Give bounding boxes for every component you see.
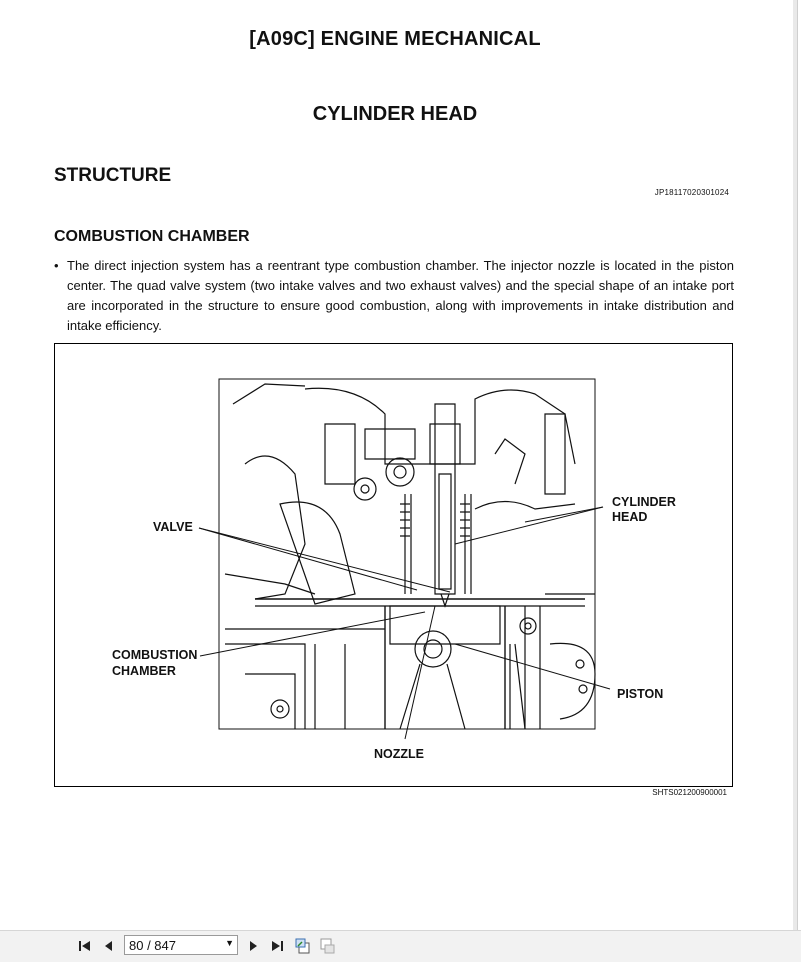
engine-cross-section-figure: VALVE CYLINDER HEAD COMBUSTION CHAMBER P… xyxy=(54,343,733,787)
label-cylinder: CYLINDER xyxy=(612,495,676,509)
label-valve: VALVE xyxy=(153,520,193,534)
previous-view-icon[interactable] xyxy=(294,937,312,955)
figure-code: SHTS021200900001 xyxy=(652,788,727,797)
description-bullet: • The direct injection system has a reen… xyxy=(54,256,734,336)
label-combustion: COMBUSTION xyxy=(112,648,197,662)
structure-heading: STRUCTURE xyxy=(54,165,172,186)
engine-drawing: VALVE CYLINDER HEAD COMBUSTION CHAMBER P… xyxy=(112,378,676,761)
first-page-icon[interactable] xyxy=(76,937,94,955)
page-number-select[interactable]: 80 / 847 ▼ xyxy=(124,935,238,955)
label-chamber: CHAMBER xyxy=(112,664,176,678)
previous-page-icon[interactable] xyxy=(100,937,118,955)
page-indicator: 80 / 847 xyxy=(129,938,176,953)
chapter-title: [A09C] ENGINE MECHANICAL xyxy=(249,28,541,50)
next-page-icon[interactable] xyxy=(244,937,262,955)
label-nozzle: NOZZLE xyxy=(374,747,424,761)
label-head: HEAD xyxy=(612,510,647,524)
bullet-icon: • xyxy=(54,258,59,273)
section-title: CYLINDER HEAD xyxy=(312,103,478,125)
last-page-icon[interactable] xyxy=(268,937,286,955)
next-view-icon[interactable] xyxy=(318,937,336,955)
document-page: [A09C] ENGINE MECHANICAL CYLINDER HEAD S… xyxy=(54,0,798,930)
page-edge xyxy=(793,0,797,930)
label-piston: PISTON xyxy=(617,687,663,701)
description-text: The direct injection system has a reentr… xyxy=(67,258,734,333)
chevron-down-icon: ▼ xyxy=(225,938,234,948)
combustion-chamber-heading: COMBUSTION CHAMBER xyxy=(54,228,250,245)
document-code: JP18117020301024 xyxy=(654,188,729,197)
pdf-toolbar: 80 / 847 ▼ xyxy=(0,930,801,962)
